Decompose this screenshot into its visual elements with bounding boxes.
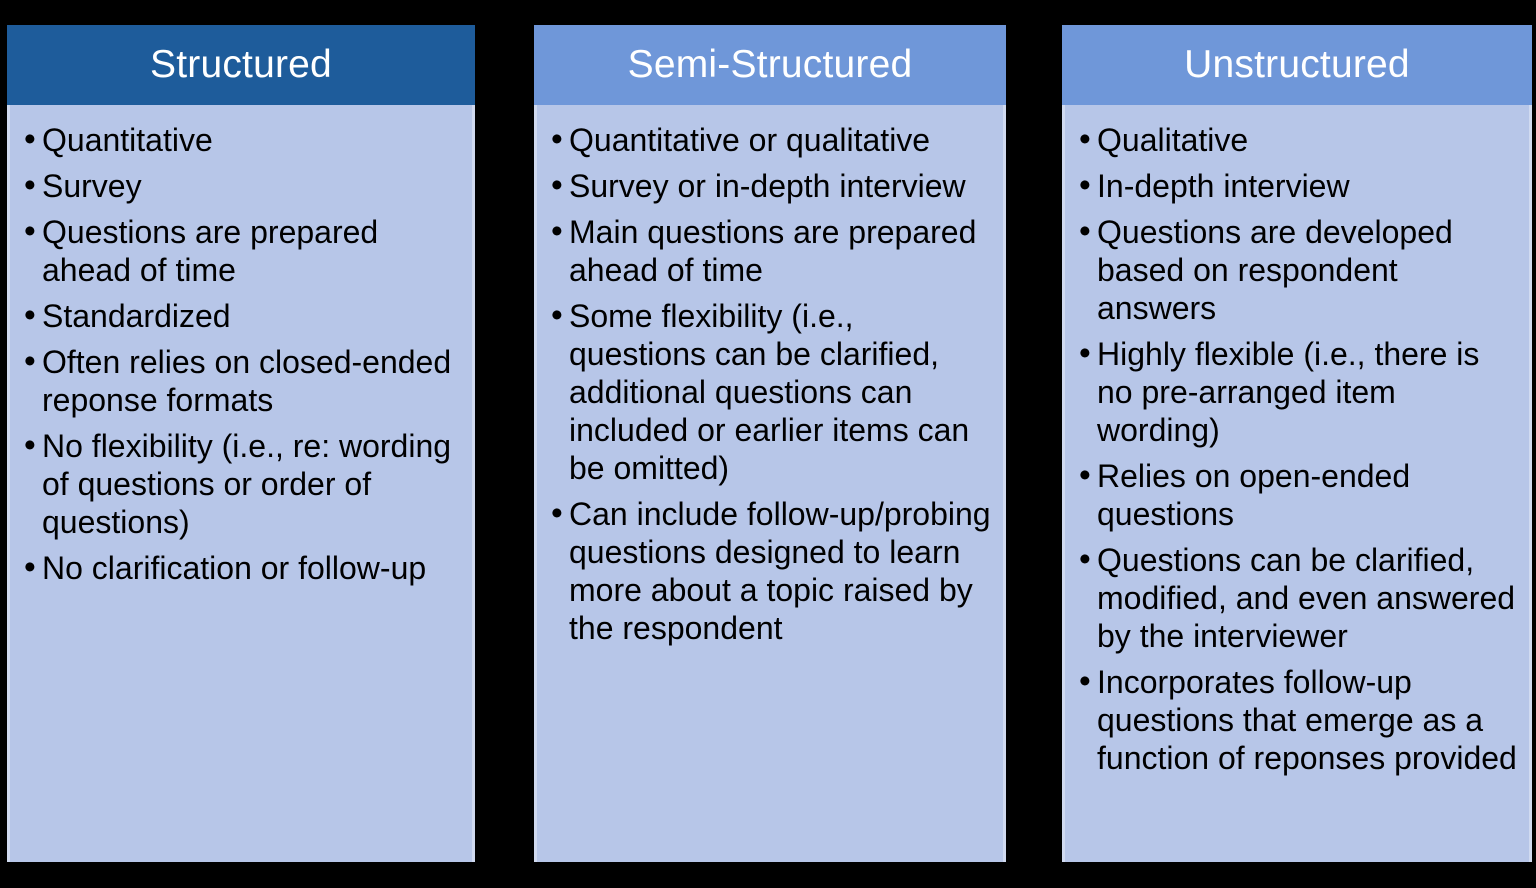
bullet-item: Qualitative — [1079, 121, 1520, 159]
bullet-item: No flexibility (i.e., re: wording of que… — [24, 427, 463, 541]
unstructured-column: Unstructured QualitativeIn-depth intervi… — [1062, 25, 1532, 862]
bullet-item: Main questions are prepared ahead of tim… — [551, 213, 994, 289]
bullet-item: Can include follow-up/probing questions … — [551, 495, 994, 647]
bullet-item: Questions are prepared ahead of time — [24, 213, 463, 289]
semi-structured-column: Semi-Structured Quantitative or qualitat… — [534, 25, 1006, 862]
bullet-item: Quantitative — [24, 121, 463, 159]
column-body: QualitativeIn-depth interviewQuestions a… — [1062, 105, 1532, 862]
bullet-item: No clarification or follow-up — [24, 549, 463, 587]
bullet-list: QualitativeIn-depth interviewQuestions a… — [1079, 121, 1520, 777]
column-title: Semi-Structured — [627, 43, 913, 86]
bullet-item: Quantitative or qualitative — [551, 121, 994, 159]
bullet-item: Questions are developed based on respond… — [1079, 213, 1520, 327]
bullet-item: Highly flexible (i.e., there is no pre-a… — [1079, 335, 1520, 449]
bullet-item: Often relies on closed-ended reponse for… — [24, 343, 463, 419]
column-header: Structured — [7, 25, 475, 105]
bullet-item: Relies on open-ended questions — [1079, 457, 1520, 533]
bullet-item: Incorporates follow-up questions that em… — [1079, 663, 1520, 777]
bullet-list: Quantitative or qualitativeSurvey or in-… — [551, 121, 994, 647]
column-title: Unstructured — [1184, 43, 1410, 86]
column-body: QuantitativeSurveyQuestions are prepared… — [7, 105, 475, 862]
column-body: Quantitative or qualitativeSurvey or in-… — [534, 105, 1006, 862]
bullet-item: Some flexibility (i.e., questions can be… — [551, 297, 994, 487]
bullet-item: Questions can be clarified, modified, an… — [1079, 541, 1520, 655]
structured-column: Structured QuantitativeSurveyQuestions a… — [7, 25, 475, 862]
bullet-item: Survey — [24, 167, 463, 205]
bullet-list: QuantitativeSurveyQuestions are prepared… — [24, 121, 463, 587]
column-header: Semi-Structured — [534, 25, 1006, 105]
bullet-item: In-depth interview — [1079, 167, 1520, 205]
column-header: Unstructured — [1062, 25, 1532, 105]
column-title: Structured — [150, 43, 332, 86]
bullet-item: Standardized — [24, 297, 463, 335]
bullet-item: Survey or in-depth interview — [551, 167, 994, 205]
